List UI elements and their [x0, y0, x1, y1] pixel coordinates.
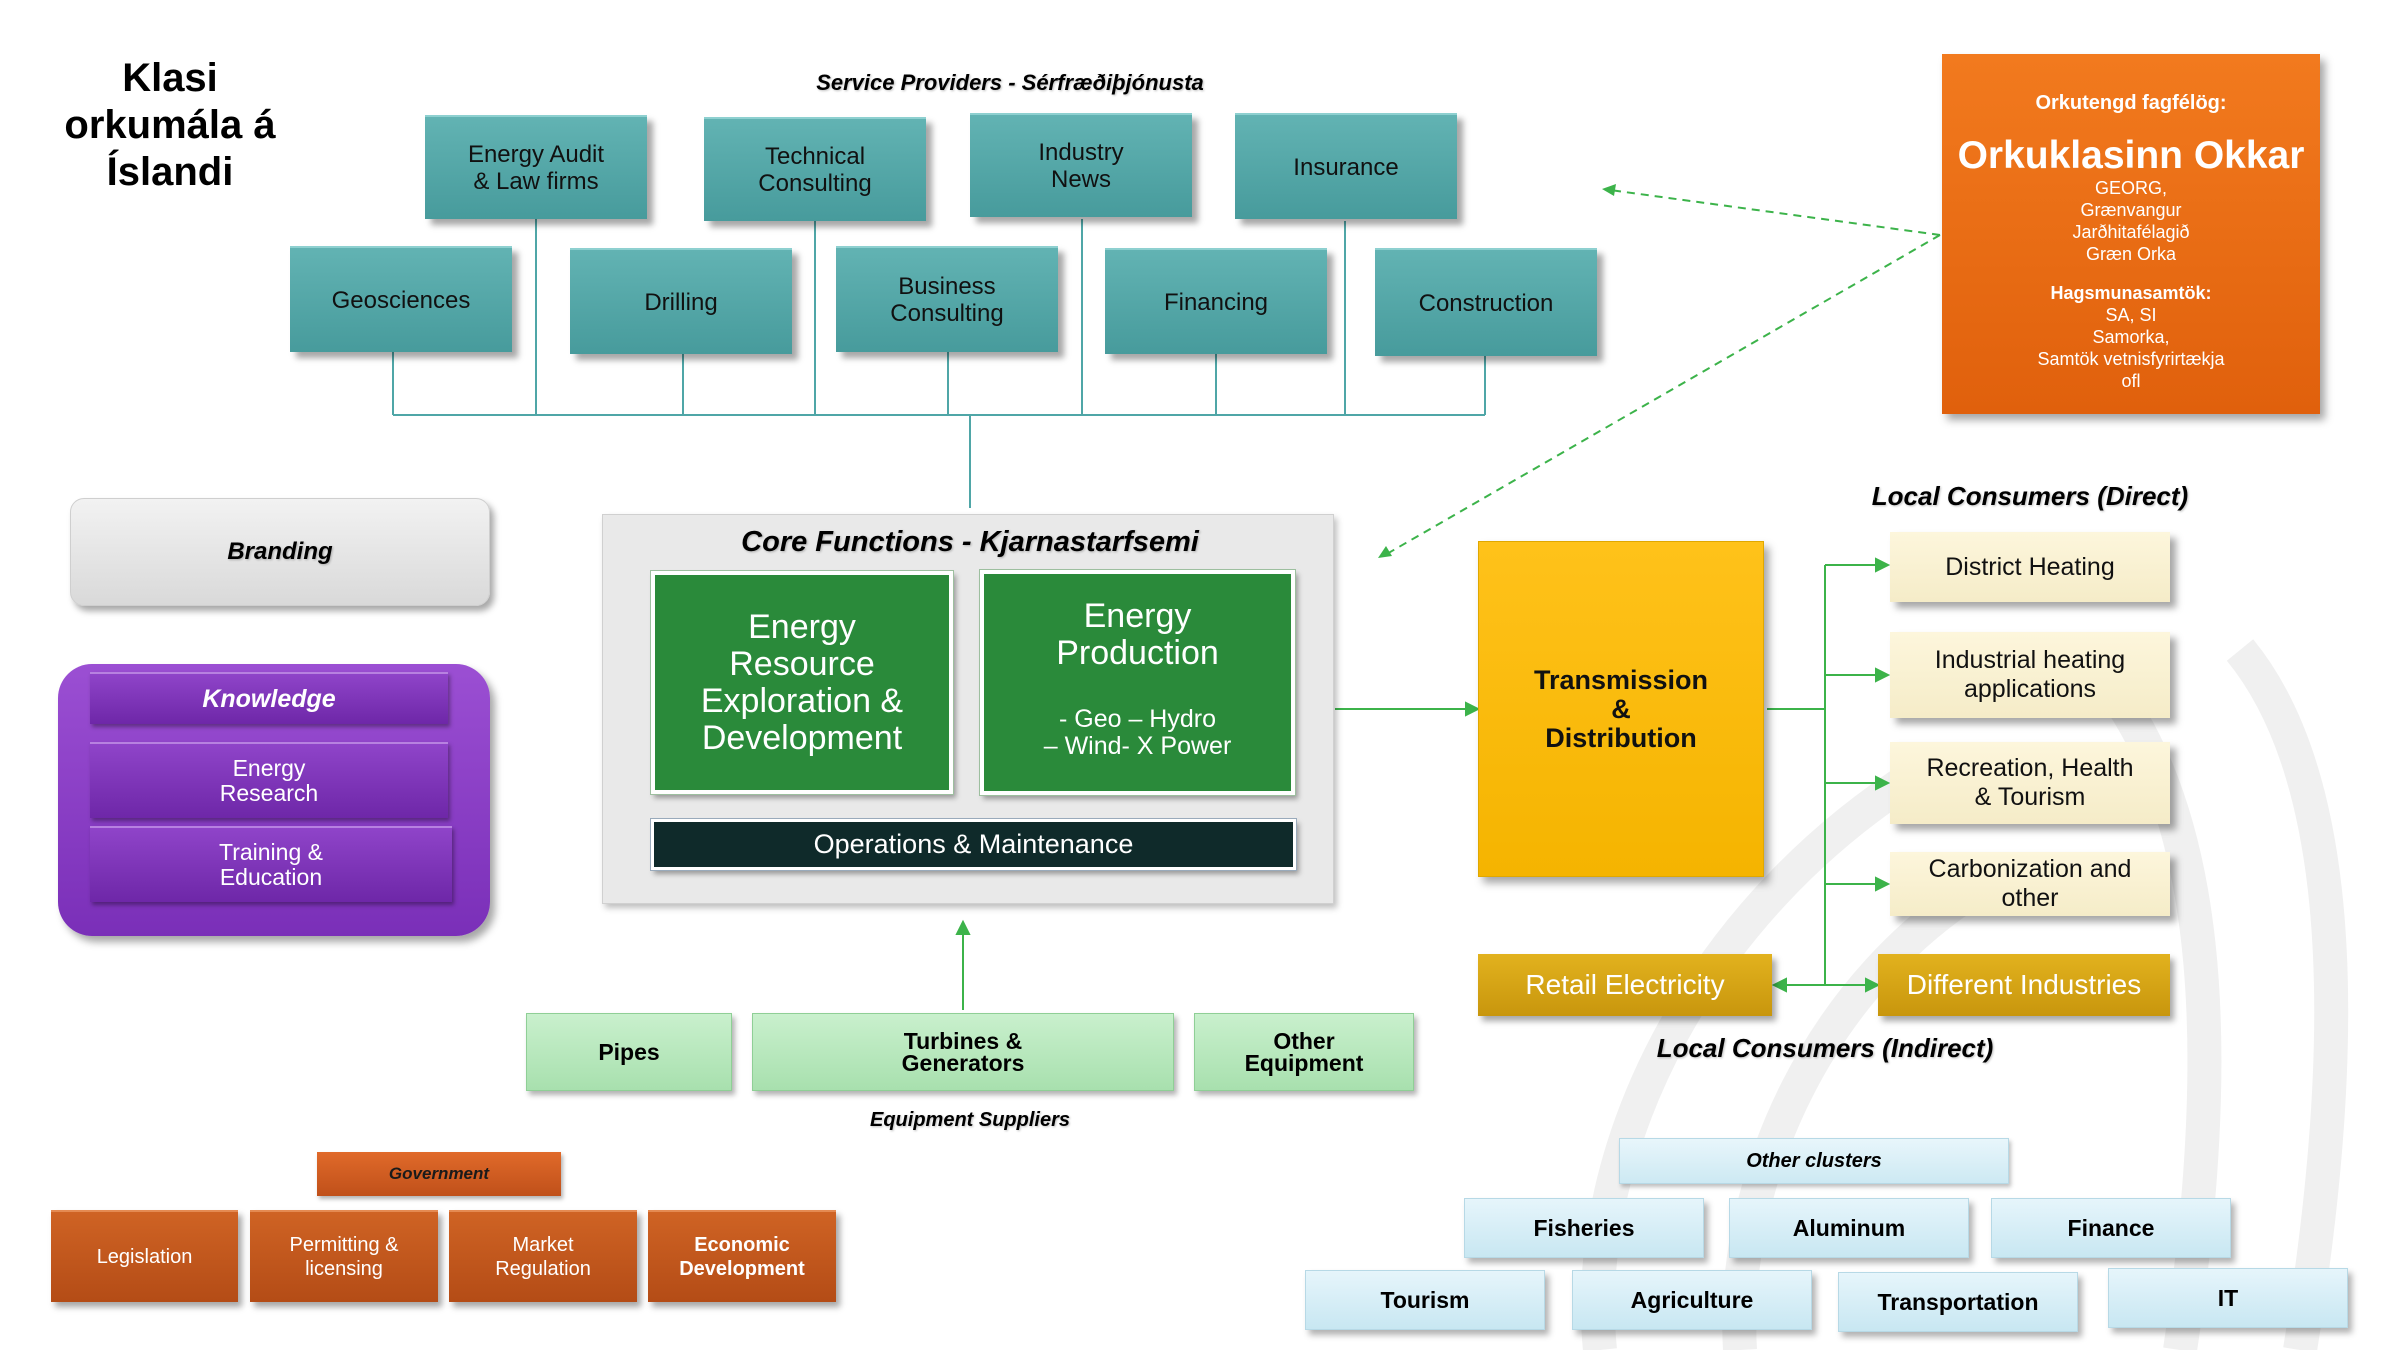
cluster-agriculture[interactable]: Agriculture	[1572, 1270, 1812, 1330]
service-drilling[interactable]: Drilling	[570, 248, 792, 354]
equipment-pipes[interactable]: Pipes	[526, 1013, 732, 1091]
service-geosciences[interactable]: Geosciences	[290, 246, 512, 352]
equipment-turbines-generators[interactable]: Turbines & Generators	[752, 1013, 1174, 1091]
service-industry-news[interactable]: Industry News	[970, 113, 1192, 217]
knowledge-title: Knowledge	[90, 672, 448, 724]
government-market-regulation[interactable]: Market Regulation	[449, 1210, 637, 1302]
equipment-other[interactable]: Other Equipment	[1194, 1013, 1414, 1091]
consumer-industrial-heating[interactable]: Industrial heating applications	[1890, 632, 2170, 718]
service-technical-consulting[interactable]: Technical Consulting	[704, 117, 926, 221]
consumer-carbonization[interactable]: Carbonization and other	[1890, 852, 2170, 916]
cluster-finance[interactable]: Finance	[1991, 1198, 2231, 1258]
government-title: Government	[317, 1152, 561, 1196]
cluster-tourism[interactable]: Tourism	[1305, 1270, 1545, 1330]
associations-label: Orkutengd fagfélög:	[2035, 92, 2227, 114]
knowledge-training-education[interactable]: Training & Education	[90, 826, 452, 902]
local-direct-title: Local Consumers (Direct)	[1871, 480, 2189, 511]
operations-maintenance-box[interactable]: Operations & Maintenance	[650, 818, 1297, 871]
associations-members: GEORG, Grænvangur Jarðhitafélagið Græn O…	[2072, 178, 2190, 264]
government-legislation[interactable]: Legislation	[51, 1210, 238, 1302]
equipment-suppliers-title: Equipment Suppliers	[869, 1108, 1071, 1131]
associations-name: Orkuklasinn Okkar	[1957, 134, 2305, 177]
associations-box[interactable]: Orkutengd fagfélög: Orkuklasinn Okkar GE…	[1942, 54, 2320, 414]
service-providers-title: Service Providers - Sérfræðiþjónusta	[816, 70, 1204, 95]
core-functions-title: Core Functions - Kjarnastarfsemi	[741, 525, 1199, 558]
energy-exploration-box[interactable]: Energy Resource Exploration & Developmen…	[650, 570, 954, 795]
cluster-transportation[interactable]: Transportation	[1838, 1272, 2078, 1332]
page-title: Klasi orkumála á Íslandi	[64, 55, 276, 194]
service-construction[interactable]: Construction	[1375, 248, 1597, 356]
cluster-aluminum[interactable]: Aluminum	[1729, 1198, 1969, 1258]
service-business-consulting[interactable]: Business Consulting	[836, 246, 1058, 352]
branding-box[interactable]: Branding	[70, 498, 490, 606]
retail-electricity-box[interactable]: Retail Electricity	[1478, 954, 1772, 1016]
other-clusters-title: Other clusters	[1619, 1138, 2009, 1184]
government-permitting[interactable]: Permitting & licensing	[250, 1210, 438, 1302]
service-insurance[interactable]: Insurance	[1235, 113, 1457, 219]
associations-interest: SA, SI Samorka, Samtök vetnisfyrirtækja …	[2037, 305, 2225, 391]
associations-interest-label: Hagsmunasamtök:	[2050, 283, 2212, 303]
government-economic-development[interactable]: Economic Development	[648, 1210, 836, 1302]
different-industries-box[interactable]: Different Industries	[1878, 954, 2170, 1016]
consumer-recreation-health[interactable]: Recreation, Health & Tourism	[1890, 742, 2170, 824]
energy-production-box[interactable]: Energy Production - Geo – Hydro – Wind- …	[979, 569, 1296, 796]
knowledge-energy-research[interactable]: Energy Research	[90, 742, 448, 818]
energy-production-title: Energy Production	[1056, 597, 1219, 672]
consumer-district-heating[interactable]: District Heating	[1890, 532, 2170, 602]
local-indirect-title: Local Consumers (Indirect)	[1656, 1032, 1994, 1063]
energy-production-sub: - Geo – Hydro – Wind- X Power	[1043, 705, 1232, 760]
cluster-it[interactable]: IT	[2108, 1268, 2348, 1328]
service-financing[interactable]: Financing	[1105, 248, 1327, 354]
service-energy-audit[interactable]: Energy Audit & Law firms	[425, 115, 647, 219]
cluster-fisheries[interactable]: Fisheries	[1464, 1198, 1704, 1258]
transmission-distribution-box[interactable]: Transmission & Distribution	[1478, 541, 1764, 877]
